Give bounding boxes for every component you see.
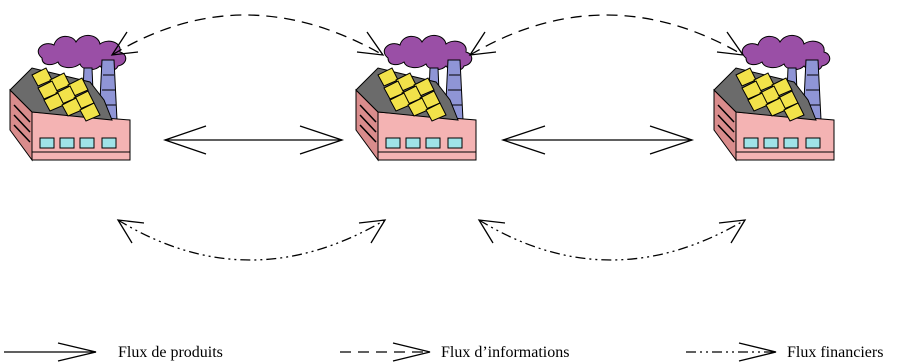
legend-information: Flux d’informations bbox=[340, 342, 569, 362]
legend-information-label: Flux d’informations bbox=[441, 344, 569, 361]
legend: Flux de produits Flux d’informations Flu… bbox=[4, 342, 883, 362]
legend-financial-arrow bbox=[686, 342, 777, 362]
financial-flow-2-3 bbox=[477, 219, 747, 261]
legend-financial-label: Flux financiers bbox=[787, 344, 883, 361]
information-flow-1-2 bbox=[110, 14, 385, 56]
product-flow-2-3 bbox=[500, 125, 695, 155]
legend-products-arrow bbox=[4, 342, 97, 362]
product-flow-1-2 bbox=[162, 125, 345, 155]
legend-information-arrow bbox=[340, 342, 431, 362]
financial-flow-1-2 bbox=[116, 219, 387, 261]
information-flow-2-3 bbox=[468, 14, 745, 56]
legend-products-label: Flux de produits bbox=[118, 344, 223, 361]
legend-products: Flux de produits bbox=[4, 342, 223, 362]
legend-financial: Flux financiers bbox=[686, 342, 883, 362]
